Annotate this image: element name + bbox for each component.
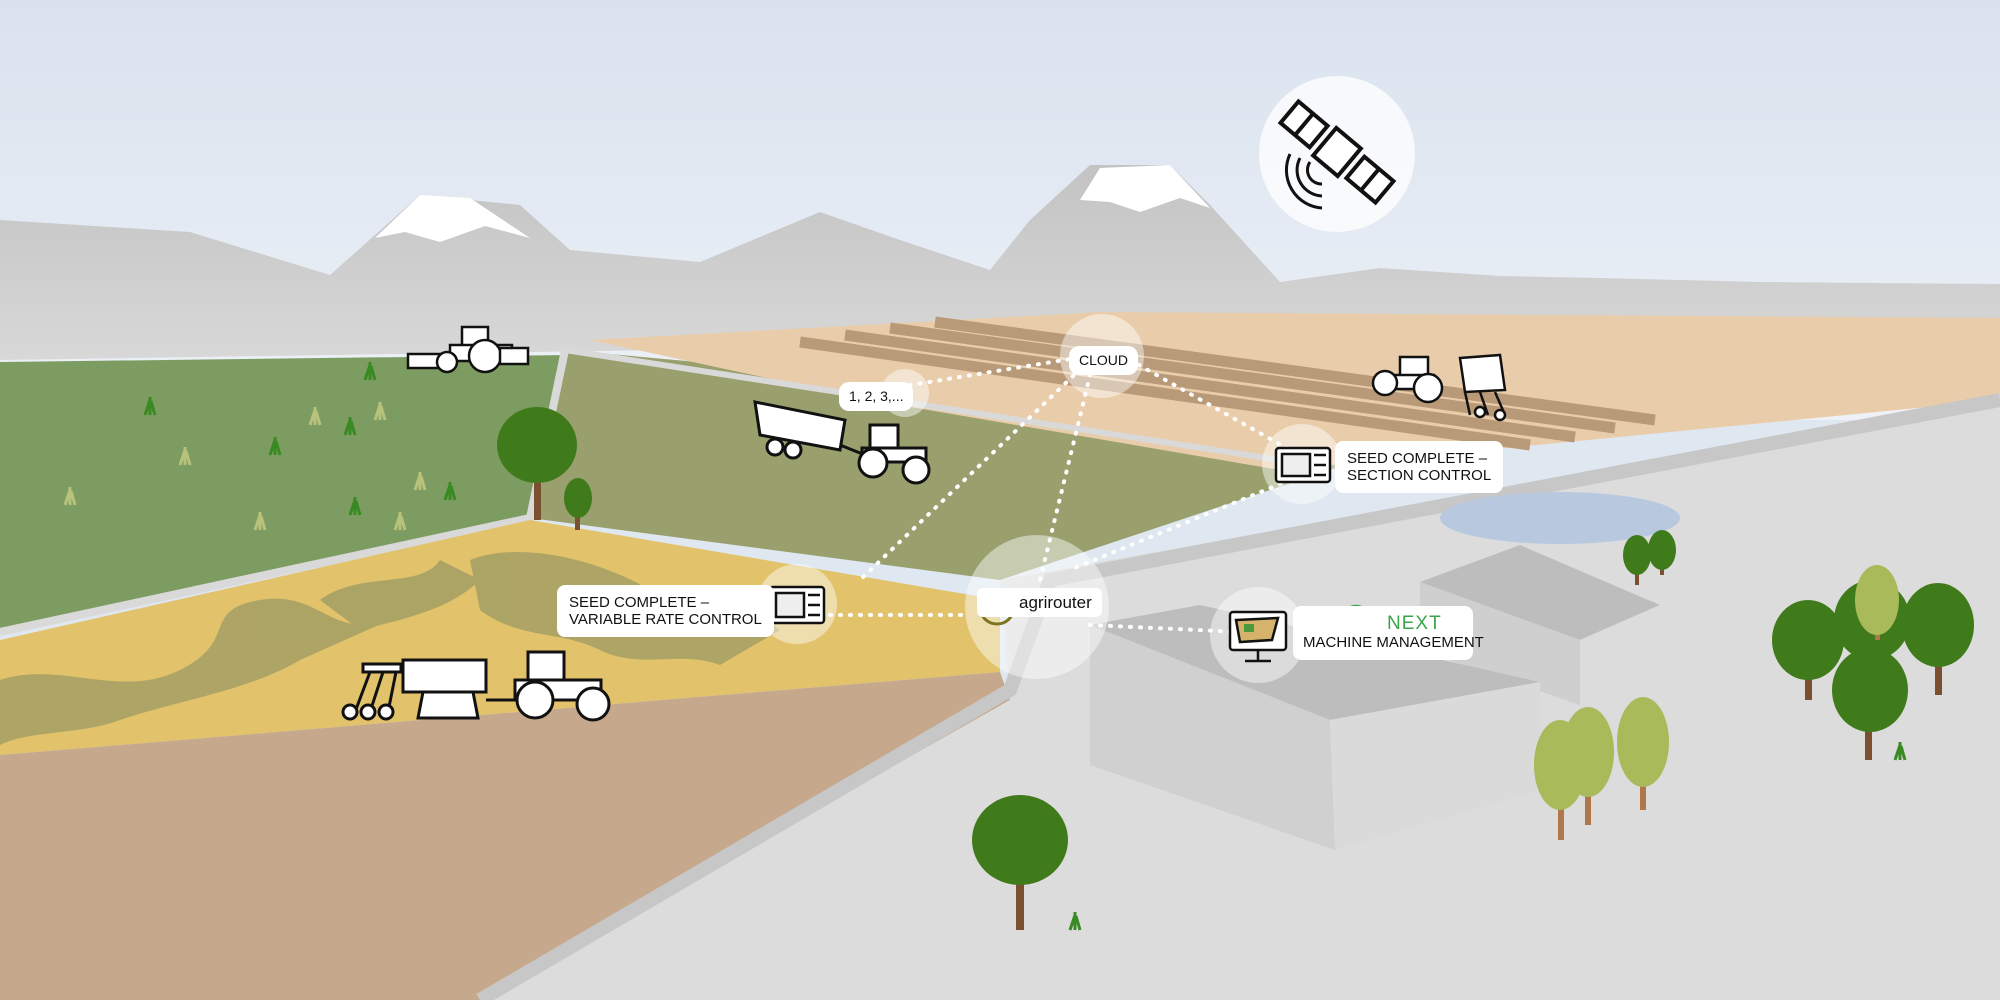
variable-rate-line-1: SEED COMPLETE – [569,594,710,611]
agrirouter-label: agrirouter [977,588,1102,617]
field-border [0,349,569,636]
snowcap [375,195,530,242]
terminal-icon [1274,446,1332,484]
section-control-line-2: SECTION CONTROL [1347,467,1492,484]
mountains [0,165,2000,360]
monitor-icon [1228,610,1288,663]
section-control-line-1: SEED COMPLETE – [1347,450,1488,467]
section-control-label: SEED COMPLETE – SECTION CONTROL [1335,441,1504,493]
satellite-icon [1277,98,1397,206]
seeder-icon [341,650,611,722]
counter-label: 1, 2, 3,... [839,382,914,411]
field-brown [0,672,1010,1000]
agrirouter-brand-text: agrirouter [1019,593,1092,612]
machine-management-label: NEXT MACHINE MANAGEMENT [1293,606,1484,660]
variable-rate-label: SEED COMPLETE – VARIABLE RATE CONTROL [557,585,774,637]
signal-waves [1284,153,1323,210]
planter-icon [1371,353,1507,422]
cloud-label: CLOUD [1069,346,1139,375]
farm-building [1090,545,1660,850]
trailer-icon [753,400,866,460]
next-brand-text: NEXT [1387,613,1442,634]
variable-rate-line-2: VARIABLE RATE CONTROL [569,611,762,628]
cloud-label-text: CLOUD [1079,352,1129,368]
network-links [828,353,1292,634]
furrows [799,316,1656,451]
snowcap [1080,165,1210,212]
field-green [0,355,570,632]
road-edge [476,393,2000,1000]
field-border [564,347,1281,463]
terminal-icon [768,585,826,625]
mower-icon [406,325,530,374]
grass [143,362,1907,931]
machine-management-text: MACHINE MANAGEMENT [1303,634,1484,651]
counter-label-text: 1, 2, 3,... [849,388,904,404]
grass [63,402,427,531]
field-yellow [0,520,1000,755]
tree-icon [1534,565,1899,840]
tractor-icon [857,423,931,485]
pond [1440,492,1680,544]
